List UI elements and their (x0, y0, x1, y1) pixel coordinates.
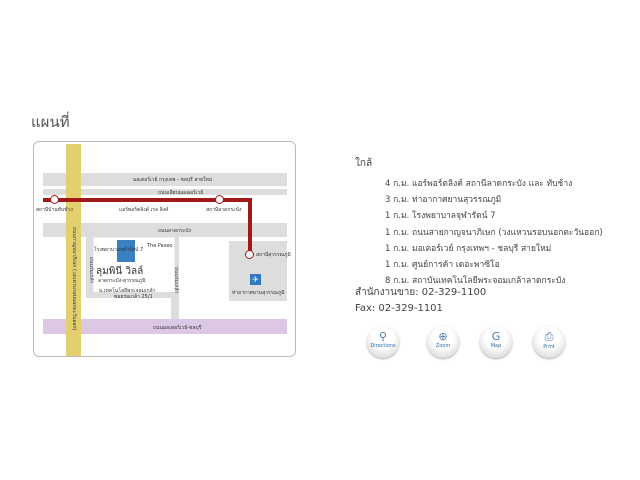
page-title: แผนที่ (31, 113, 70, 131)
station-left-label: สถานีบ้านทับช้าง (36, 207, 73, 213)
airplane-icon: ✈ (250, 274, 261, 285)
sales-office-phone: สำนักงานขาย: 02-329-1100 (355, 287, 487, 298)
ladkrabang-road-label: ถนนลาดกระบัง (158, 228, 191, 234)
airport-area (229, 241, 287, 301)
nearby-item: 8 ก.ม. สถาบันเทคโนโลยีพระจอมเกล้าลาดกระบ… (385, 276, 566, 286)
airport-label: ท่าอากาศยานสุวรรณภูมิ (232, 290, 285, 296)
nearby-item: 1 ก.ม. ถนนสายกาญจนาภิเษก (วงแหวนรอบนอกตะ… (385, 228, 603, 238)
station-right-label: สถานีสุวรรณภูมิ (256, 252, 291, 258)
nearby-item: 1 ก.ม. มอเตอร์เวย์ กรุงเทพฯ - ชลบุรี สาย… (385, 244, 552, 254)
directions-button[interactable]: ⚲Directions (367, 326, 399, 358)
purple-road: ถนนมอเตอร์เวย์-ชลบุรี (43, 319, 287, 334)
left-soi-road (86, 237, 93, 298)
magnifier-icon: ⊕ (438, 330, 448, 343)
institute-label: ม.เทคโนโลยีพระจอมเกล้า (99, 288, 156, 294)
nearby-item: 4 ก.ม. แอร์พอร์ตลิงค์ สถานีลาดกระบัง และ… (385, 179, 573, 189)
project-subtitle: ลาดกระบัง-สุวรรณภูมิ (98, 278, 146, 284)
zoom-button[interactable]: ⊕Zoom (427, 326, 459, 358)
soi-right-label: ถนนร่มเกล้า (173, 267, 179, 294)
station-marker (215, 195, 224, 204)
side-road (171, 237, 179, 321)
nearby-item: 3 ก.ม. ท่าอากาศยานสุวรรณภูมิ (385, 195, 502, 205)
project-logo-icon (117, 240, 135, 262)
project-name: ลุมพินี วิลล์ (96, 266, 144, 277)
parallel-road-label: ถนนเลียบมอเตอร์เวย์ (158, 190, 204, 196)
station-marker (245, 250, 254, 259)
location-map: มอเตอร์เวย์ กรุงเทพ - ชลบุรี สายใหม่ ถนน… (33, 141, 296, 357)
ring-road-label: ถนนกาญจนาภิเษก (วงแหวนรอบนอกตะวันออก) (71, 227, 77, 331)
station-mid-label: สถานีลาดกระบัง (206, 207, 242, 213)
fax-number: Fax: 02-329-1101 (355, 303, 443, 314)
map-pin-icon: ⚲ (378, 330, 388, 343)
parallel-road: ถนนเลียบมอเตอร์เวย์ (43, 189, 287, 196)
ladkrabang-road: ถนนลาดกระบัง (43, 223, 287, 237)
paseo-label: The Paseo (147, 243, 173, 249)
soi-road (93, 292, 179, 298)
nearby-item: 1 ก.ม. โรงพยาบาลจุฬารัตน์ 7 (385, 211, 496, 221)
airport-link-line-vertical (248, 198, 252, 254)
google-icon: G (491, 330, 501, 343)
airport-link-line (43, 198, 252, 202)
soi-label: ซอยร่มเกล้า 25/1 (114, 294, 153, 300)
motorway-road: มอเตอร์เวย์ กรุงเทพ - ชลบุรี สายใหม่ (43, 173, 287, 186)
print-button[interactable]: ⎙Print (533, 326, 565, 358)
hospital-label: โรงพยาบาลจุฬารัตน์ 7 (94, 247, 144, 253)
nearby-heading: ใกล้ (355, 158, 373, 169)
purple-road-label: ถนนมอเตอร์เวย์-ชลบุรี (153, 325, 202, 331)
soi-left-label: ถนนร่มเกล้า (88, 257, 94, 284)
ring-road (66, 144, 81, 356)
nearby-item: 1 ก.ม. ศูนย์การค้า เดอะพาซิโอ (385, 260, 500, 270)
airport-link-label: แอร์พอร์ตลิงค์ เรล ลิงค์ (119, 207, 169, 213)
printer-icon: ⎙ (544, 330, 554, 343)
motorway-label: มอเตอร์เวย์ กรุงเทพ - ชลบุรี สายใหม่ (133, 177, 213, 183)
station-marker (50, 195, 59, 204)
